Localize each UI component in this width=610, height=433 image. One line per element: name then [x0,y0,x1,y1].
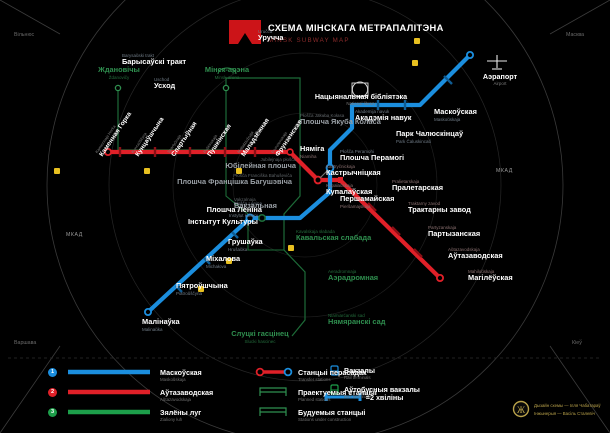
station-park-caluskincau[interactable]: Парк Чалюскінцаў Park Čaluskincaŭ [396,129,464,144]
legend-transfer-en: Transfer stations [298,377,331,382]
arena-icon [217,67,237,75]
station-maskouskaja[interactable]: Маскоўская Maskoŭskaja [434,107,477,122]
credit-line-2: Інжынерыя — Васіль Сталевіч [534,411,595,416]
station-instytut-kultury[interactable]: Instytut kultury Інстытут Культуры [188,213,258,227]
station-piersamajskaja[interactable]: Першамайская Pieršamajskaja [340,194,395,209]
station-plosca-peramohi[interactable]: Płošča Peramohi Плошча Перамогі [340,149,405,163]
minsk-metro-m-logo [229,20,261,44]
station-kupalauskaja[interactable]: Kupałaŭskaja Купалаўская [326,183,373,197]
transfer-symbol [255,367,293,377]
station-niamiaranski-sad[interactable]: Niamiarćanski sad Нямяранскі сад [328,313,386,327]
legend-planned-label: Праектуемыя станцыі [298,388,377,397]
station-aeradromnaja[interactable]: Aeradromnaja Аэрадромная [328,269,379,283]
station-zdanovicy[interactable]: Ждановічы Ždanovičy [98,65,140,80]
page-title: СХЕМА МІНСКАГА МЕТРАПАЛІТЭНА [268,23,444,33]
line-badge-1: 1 [48,368,57,377]
legend-rail-en: Rail terminals [344,375,371,380]
station-kastrycnickaja[interactable]: Kastryčnickaja Кастрычніцкая [326,164,381,178]
mkad-label-right: МКАД [496,168,513,174]
legend-line-3-tr: Zialiony łuh [160,417,183,422]
legend-construction-label: Будуемыя станцыі [298,408,366,417]
poi-airport: Аэрапорт Airport [482,72,518,86]
city-vilnius: Вільнюс [14,32,35,38]
station-vakzalnaja[interactable]: Vakzalnaja Вакзальная [234,197,277,211]
station-hrusauka[interactable]: Грушаўка Hrušaŭka [228,237,263,252]
line-badge-3: 3 [48,408,57,417]
rail-terminal-icon [330,365,339,376]
station-pralietarskaja[interactable]: Pralietarskaja Пралетарская [392,179,444,193]
station-akademija-navuk[interactable]: Akademija navuk Акадэмія навук [355,109,412,123]
legend-interval-label: ≈2 хвіліны [366,393,404,402]
station-malinauka[interactable]: Малінаўка Malinaŭka [142,317,180,332]
station-plosca-jakuba-kolasa[interactable]: Płošča Jakuba Kołasa Плошча Якуба Коласа [300,113,381,127]
legend-bus-label: Аўтобусныя вакзалы [344,385,420,394]
station-barysauski-trakt[interactable]: Barysaŭski trakt Барысаўскі тракт [122,53,187,67]
station-partyzanskaja[interactable]: Partyzanskaja Партызанская [428,225,481,239]
legend-line-3-name: Зялёны луг [160,408,202,417]
station-slucki-hascinec[interactable]: Слуцкі гасцінец Slucki hascinec [231,329,289,344]
station-kavalskaja-slabada[interactable]: Kavalskaja słabada Кавальская слабада [296,229,372,243]
legend-bus-en: Bus terminals [344,394,371,399]
city-moscow: Масква [566,32,585,38]
station-plosca-lenina[interactable]: Płošča Lenina Плошча Леніна [206,201,262,215]
plane-icon [487,55,507,70]
station-mahilouskaja[interactable]: Mahiloŭskaja Магілёўская [468,269,513,283]
station-michalova[interactable]: Міхалова Michałova [206,254,241,269]
page-subtitle: MINSK SUBWAY MAP [268,37,350,44]
station-autazavodskaja[interactable]: Aŭtazavodskaja Аўтазаводская [448,247,503,261]
legend-planned-en: Planned stations [298,397,331,402]
station-piatrouscyna[interactable]: Пятроўшчына Piatroŭščyna [176,281,228,296]
legend-line-2-name: Аўтазаводская [160,388,214,397]
station-uschod[interactable]: Uschod Усход [154,77,176,91]
legend-rail-label: Вакзалы [344,366,375,375]
station-plosca-bahusevica[interactable]: Płošča Franciška Bahuševiča Плошча Франц… [177,173,292,187]
station-minsk-arena[interactable]: Мінск-арэна Minsk-arena [204,65,250,80]
legend-construction-en: Stations under construction [298,417,352,422]
station-traktarny-zavod[interactable]: Traktarny zavod Трактарны завод [408,201,471,215]
legend-line-2-tr: Aŭtazavodskaja [160,397,191,402]
library-icon [351,81,369,98]
legend-transfer-label: Станцыі перасадак [298,368,367,377]
svg-text:Ж: Ж [517,405,526,415]
station-jubilejnaja-plosca[interactable]: Jubilejnaja płošča Юбілейная плошча [225,157,296,171]
station-uručča[interactable]: Uručča Уручча [258,29,284,43]
city-warsaw: Варшава [14,340,37,346]
legend-line-1-tr: Maskoŭskaja [160,377,186,382]
interval-bar [324,393,362,401]
city-kiev: Кіеў [572,340,582,346]
bus-terminal-icon [330,384,339,395]
legend-line-1-name: Маскоўская [160,368,202,377]
poi-national-library: Нацыянальная бібліятэка National library [314,92,408,106]
station-niamiha[interactable]: Няміга Niamiha [300,144,325,159]
line-badge-2: 2 [48,388,57,397]
mkad-label-left: МКАД [66,232,83,238]
credit-line-1: Дызайн схемы — Ілля Чабатараў [534,403,601,408]
